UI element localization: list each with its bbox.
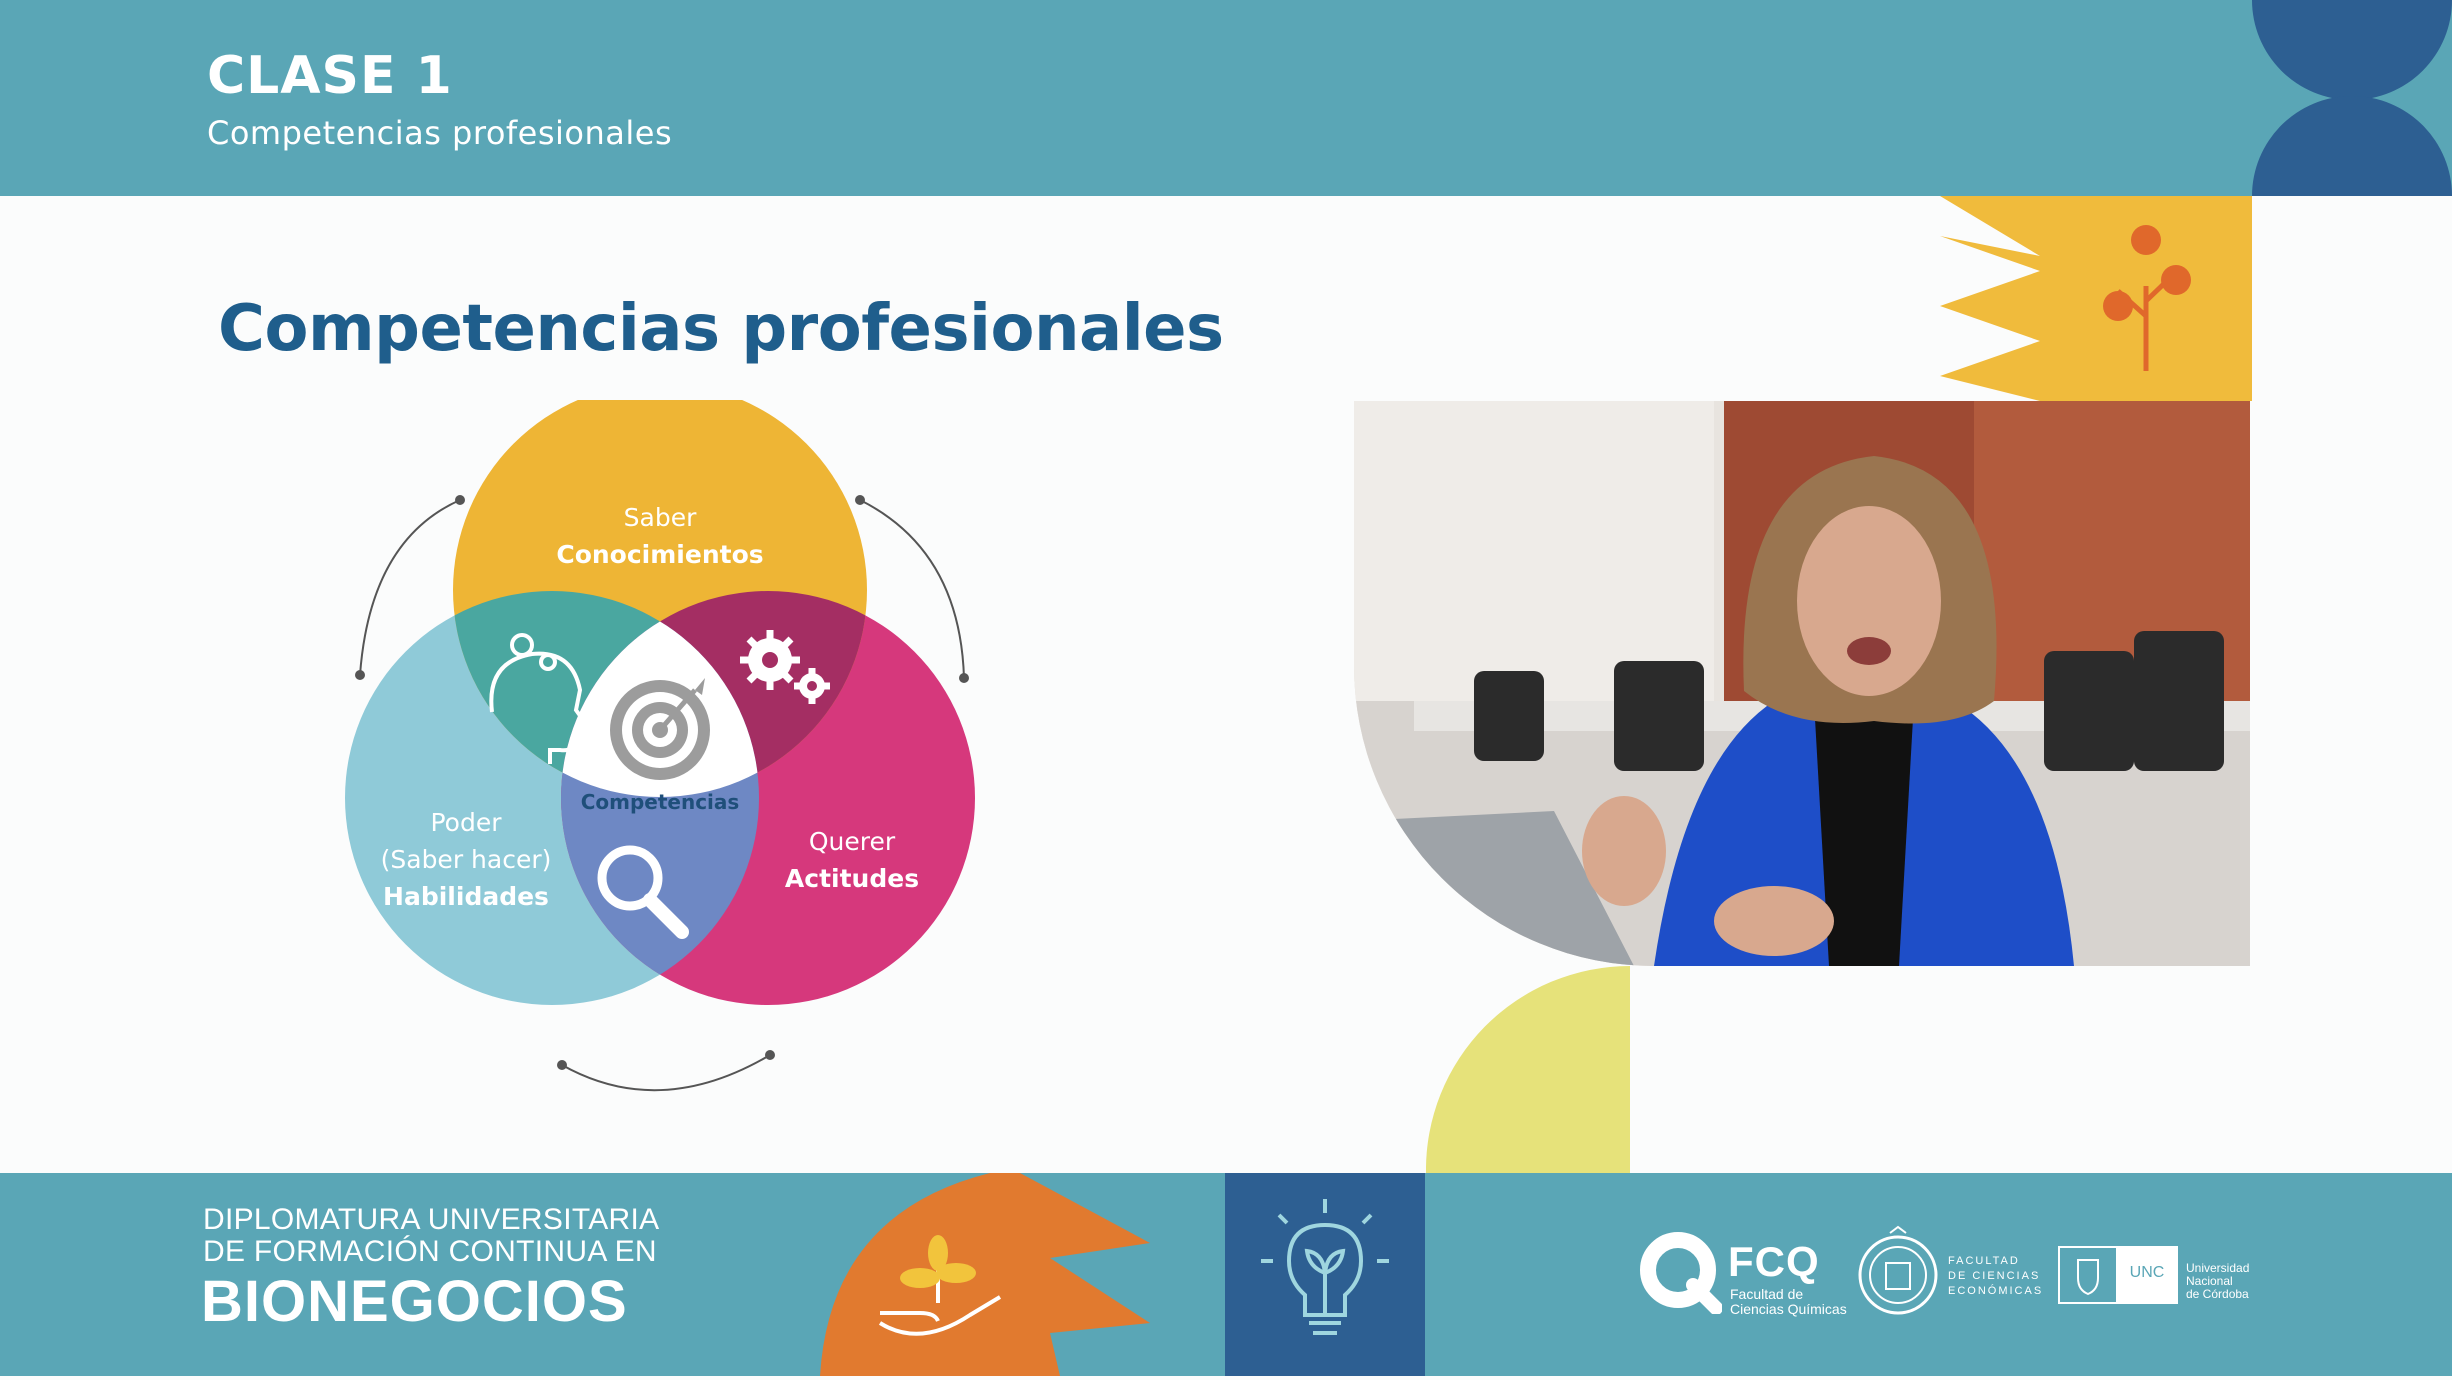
- venn-top-label-1: Saber: [624, 503, 697, 532]
- presenter-video[interactable]: [1354, 401, 2250, 966]
- fcq-logo-text: Facultad de Ciencias Químicas: [1730, 1287, 1847, 1317]
- fce-logo-line1: FACULTAD: [1948, 1255, 2020, 1267]
- competencias-venn-diagram: Saber Conocimientos Poder (Saber hacer) …: [345, 400, 975, 1092]
- unc-logo-box: UNC: [2058, 1246, 2178, 1304]
- head-gear-icon: [489, 633, 589, 764]
- program-name: BIONEGOCIOS: [201, 1269, 628, 1334]
- presenter-image: [1354, 401, 2250, 966]
- fce-logo-text: FACULTAD DE CIENCIAS ECONÓMICAS: [1948, 1254, 2043, 1299]
- unc-logo-line3: de Córdoba: [2186, 1287, 2249, 1301]
- venn-right-label-2: Actitudes: [785, 864, 919, 893]
- unc-logo-abbr: UNC: [2129, 1264, 2165, 1281]
- fce-logo-line3: ECONÓMICAS: [1948, 1285, 2044, 1297]
- venn-top-label-2: Conocimientos: [556, 540, 763, 569]
- decor-yellow-half-circle: [1426, 966, 1630, 1173]
- program-line-2: DE FORMACIÓN CONTINUA EN: [203, 1235, 657, 1268]
- decor-orange-plant: [820, 1173, 1150, 1376]
- lightbulb-icon: [1261, 1199, 1389, 1335]
- fcq-q-logo-icon: [1640, 1232, 1722, 1314]
- fce-seal-icon: [1858, 1225, 1938, 1315]
- magnifier-icon: [597, 845, 689, 939]
- decor-blue-circles: [2252, 0, 2452, 196]
- venn-center-label: Competencias: [581, 790, 740, 814]
- decor-arcs: [359, 499, 965, 1092]
- program-line-1: DIPLOMATURA UNIVERSITARIA: [203, 1203, 660, 1236]
- venn-overlap-top-right: [561, 591, 867, 797]
- fce-logo-line2: DE CIENCIAS: [1948, 1270, 2041, 1282]
- venn-overlap-top-left: [453, 591, 759, 797]
- unc-logo-text: Universidad Nacional de Córdoba: [2186, 1262, 2249, 1301]
- venn-left-label-2: (Saber hacer): [381, 845, 552, 874]
- slide-title: Competencias profesionales: [218, 292, 1224, 366]
- venn-left-label-3: Habilidades: [383, 882, 549, 911]
- target-icon: [610, 678, 710, 780]
- unc-logo-line1: Universidad: [2186, 1261, 2250, 1275]
- decor-yellow-branch: [1940, 196, 2252, 401]
- fcq-logo-line1: Facultad de: [1730, 1286, 1804, 1302]
- unc-shield-icon: [2060, 1248, 2116, 1302]
- venn-right-label-1: Querer: [809, 827, 896, 856]
- bulb-panel: [1225, 1173, 1425, 1376]
- header-bar: [0, 0, 2452, 196]
- venn-left-label-1: Poder: [430, 808, 502, 837]
- unc-logo-line2: Nacional: [2186, 1274, 2233, 1288]
- fcq-logo-abbr: FCQ: [1728, 1238, 1820, 1285]
- class-subtitle: Competencias profesionales: [207, 114, 673, 152]
- fcq-logo-line2: Ciencias Químicas: [1730, 1301, 1847, 1317]
- class-label: CLASE 1: [207, 46, 453, 106]
